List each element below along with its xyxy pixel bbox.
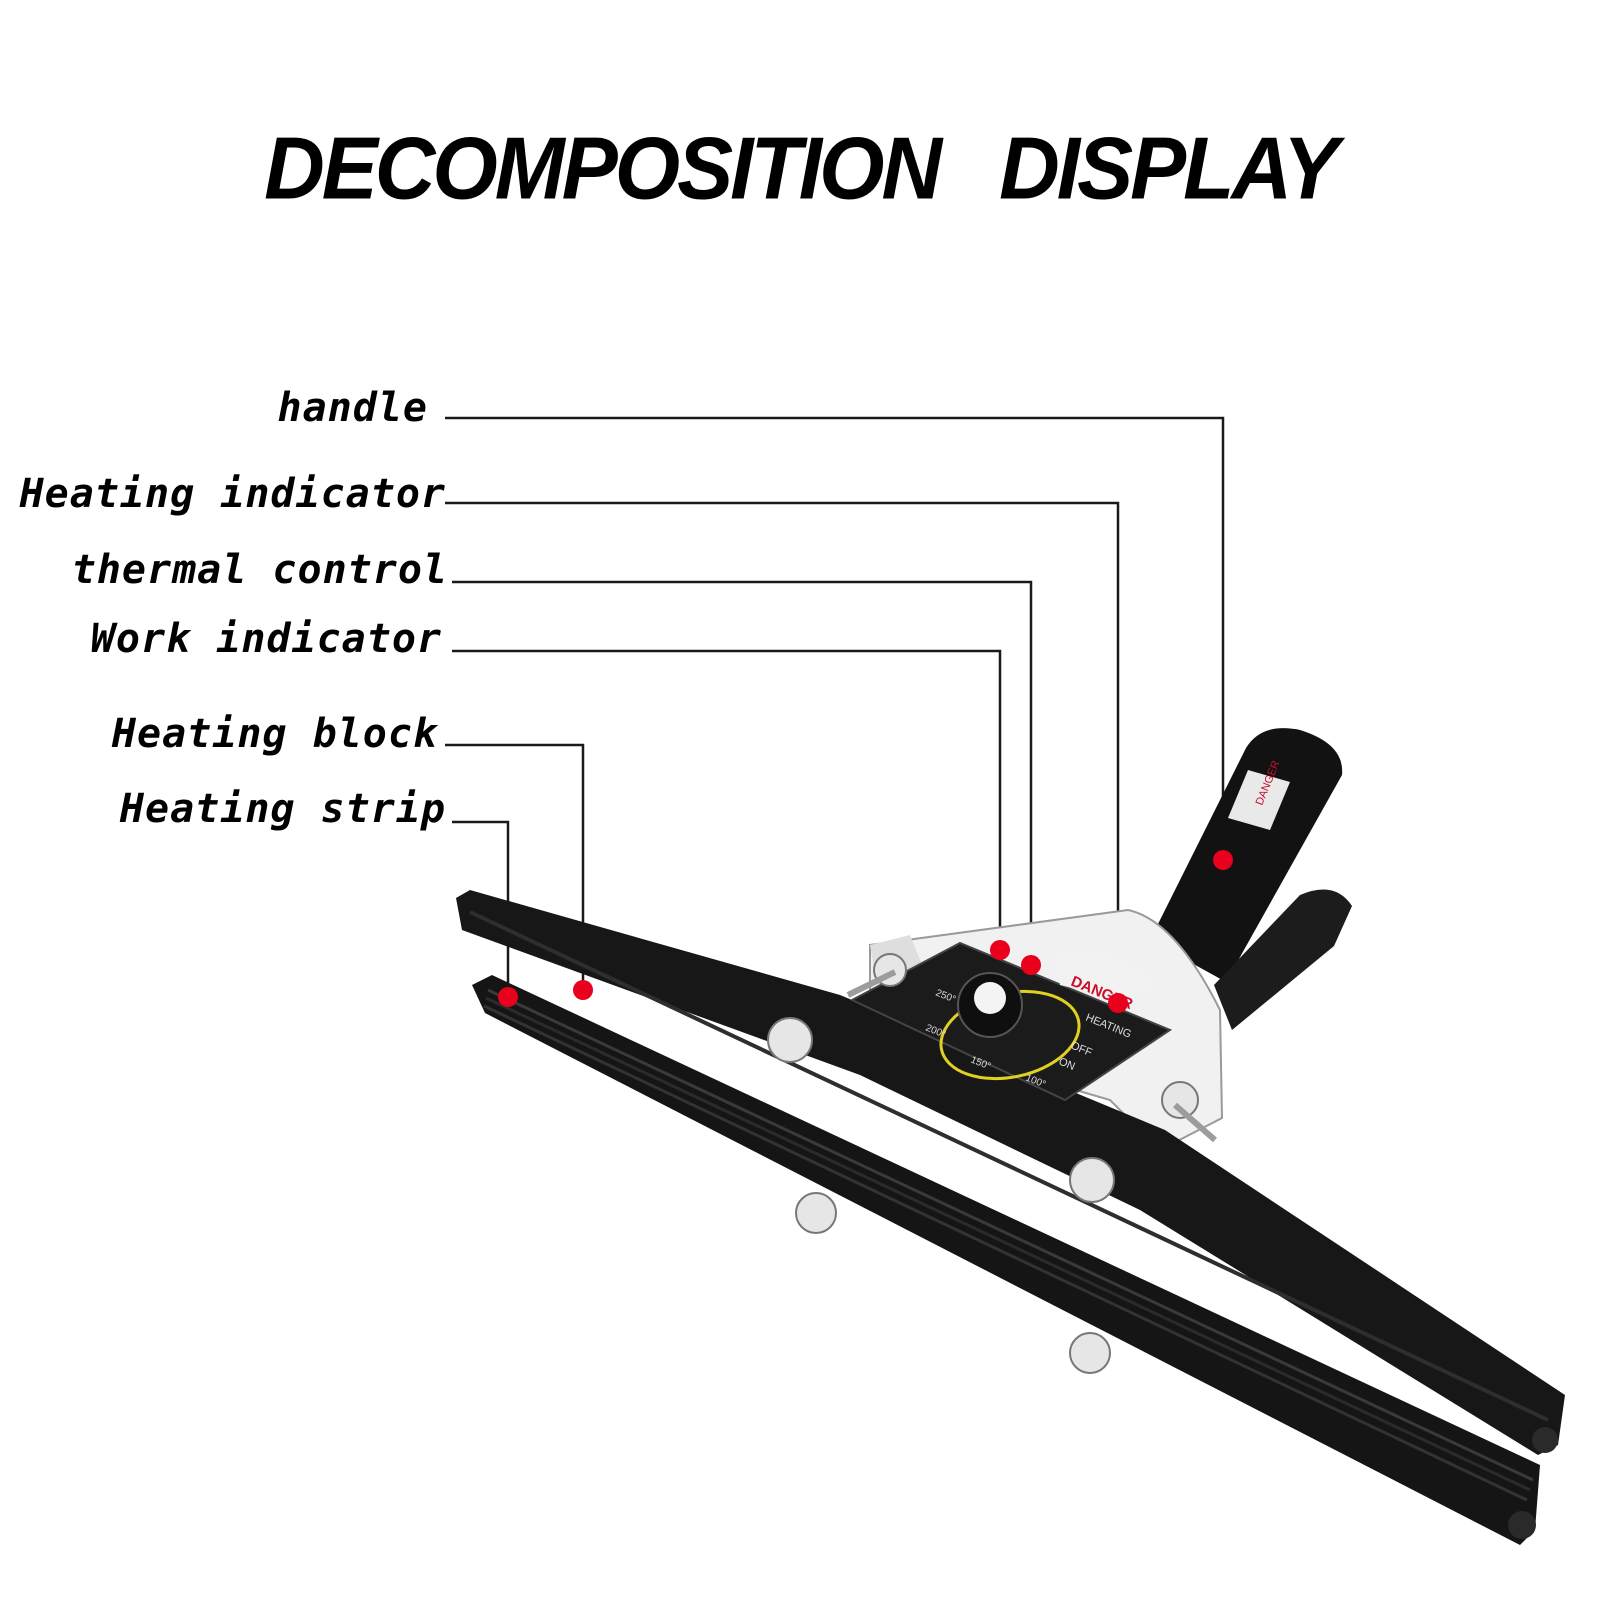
markers — [498, 850, 1233, 1013]
label-thermal-control: thermal control — [71, 547, 448, 593]
handle: DANGER — [1150, 728, 1352, 1030]
leader-work-indicator — [452, 649, 1002, 950]
leader-heating-block — [445, 743, 585, 990]
bolt — [767, 1017, 813, 1063]
lower-jaw — [472, 975, 1540, 1545]
label-work-indicator: Work indicator — [90, 616, 442, 662]
leader-handle — [445, 416, 1225, 860]
bolt — [1069, 1332, 1111, 1374]
leader-thermal-control — [452, 580, 1033, 965]
label-handle: handle — [277, 385, 428, 431]
title-word-1: DECOMPOSITION — [264, 118, 942, 218]
marker-heating-block — [573, 980, 593, 1000]
marker-heating-indicator — [1108, 993, 1128, 1013]
bolt — [1069, 1157, 1115, 1203]
control-panel: DANGER HEATING OFF ON 100° 150° 200° 250… — [849, 941, 1173, 1102]
title-word-2: DISPLAY — [999, 118, 1339, 218]
marker-handle — [1213, 850, 1233, 870]
label-heating-indicator: Heating indicator — [19, 471, 446, 517]
panel-on-text: ON — [1057, 1056, 1077, 1073]
bolt — [795, 1192, 837, 1234]
label-heating-block: Heating block — [111, 711, 438, 757]
bolt — [1161, 1081, 1199, 1119]
label-heating-strip: Heating strip — [119, 786, 446, 832]
marker-work-indicator — [990, 940, 1010, 960]
threaded-rods — [846, 969, 1217, 1143]
upper-jaw — [456, 890, 1565, 1455]
bolts — [767, 953, 1199, 1374]
marker-heating-strip — [498, 987, 518, 1007]
page-title: DECOMPOSITION DISPLAY — [0, 116, 1600, 221]
leader-heating-indicator — [445, 501, 1120, 1003]
marker-thermal-control — [1021, 955, 1041, 975]
